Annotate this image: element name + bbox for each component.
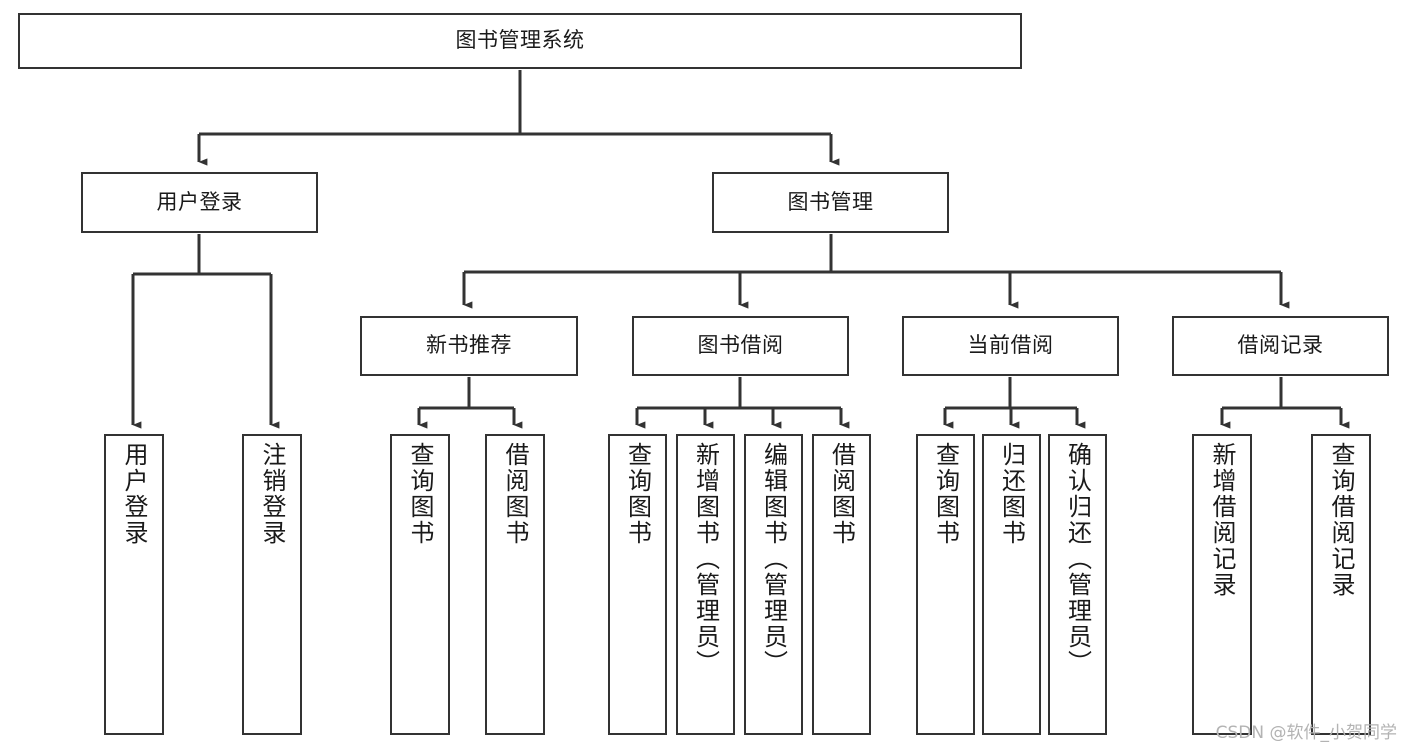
node-leaf-return-book[interactable]: 归还图书	[982, 434, 1041, 735]
node-leaf-user-logout[interactable]: 注销登录	[242, 434, 302, 735]
node-book-manage[interactable]: 图书管理	[712, 172, 949, 233]
watermark-text: CSDN @软件_小贺同学	[1215, 723, 1397, 743]
node-leaf-query-book-3[interactable]: 查询图书	[916, 434, 975, 735]
node-leaf-query-book-3-label: 查询图书	[931, 442, 960, 546]
node-leaf-user-login[interactable]: 用户登录	[104, 434, 164, 735]
node-leaf-query-book-1[interactable]: 查询图书	[390, 434, 450, 735]
node-leaf-borrow-book-2-label: 借阅图书	[827, 442, 856, 546]
node-book-borrow[interactable]: 图书借阅	[632, 316, 849, 376]
node-new-book-recommend-label: 新书推荐	[426, 333, 512, 358]
node-root[interactable]: 图书管理系统	[18, 13, 1022, 69]
node-user-login[interactable]: 用户登录	[81, 172, 318, 233]
node-current-borrow[interactable]: 当前借阅	[902, 316, 1119, 376]
node-leaf-user-login-label: 用户登录	[120, 442, 148, 546]
node-leaf-edit-book[interactable]: 编辑图书（管理员）	[744, 434, 803, 735]
node-leaf-user-logout-label: 注销登录	[258, 442, 286, 546]
node-leaf-borrow-book-1[interactable]: 借阅图书	[485, 434, 545, 735]
node-new-book-recommend[interactable]: 新书推荐	[360, 316, 578, 376]
node-leaf-query-record[interactable]: 查询借阅记录	[1311, 434, 1371, 735]
node-user-login-label: 用户登录	[156, 189, 243, 214]
node-leaf-add-book[interactable]: 新增图书（管理员）	[676, 434, 735, 735]
node-borrow-record-label: 借阅记录	[1237, 333, 1324, 358]
node-leaf-query-book-1-label: 查询图书	[406, 442, 434, 546]
node-leaf-query-book-2-label: 查询图书	[623, 442, 652, 546]
node-leaf-borrow-book-1-label: 借阅图书	[501, 442, 529, 546]
node-leaf-query-record-label: 查询借阅记录	[1327, 442, 1355, 598]
node-leaf-borrow-book-2[interactable]: 借阅图书	[812, 434, 871, 735]
node-leaf-confirm-return[interactable]: 确认归还（管理员）	[1048, 434, 1107, 735]
node-leaf-edit-book-label: 编辑图书（管理员）	[759, 442, 788, 676]
node-book-manage-label: 图书管理	[787, 189, 874, 214]
node-leaf-add-book-label: 新增图书（管理员）	[691, 442, 720, 676]
node-borrow-record[interactable]: 借阅记录	[1172, 316, 1389, 376]
node-book-borrow-label: 图书借阅	[697, 333, 784, 358]
node-root-label: 图书管理系统	[455, 28, 585, 53]
node-leaf-return-book-label: 归还图书	[997, 442, 1026, 546]
node-leaf-query-book-2[interactable]: 查询图书	[608, 434, 667, 735]
node-leaf-add-record-label: 新增借阅记录	[1208, 442, 1236, 598]
node-leaf-add-record[interactable]: 新增借阅记录	[1192, 434, 1252, 735]
node-current-borrow-label: 当前借阅	[967, 333, 1054, 358]
node-leaf-confirm-return-label: 确认归还（管理员）	[1063, 442, 1092, 676]
